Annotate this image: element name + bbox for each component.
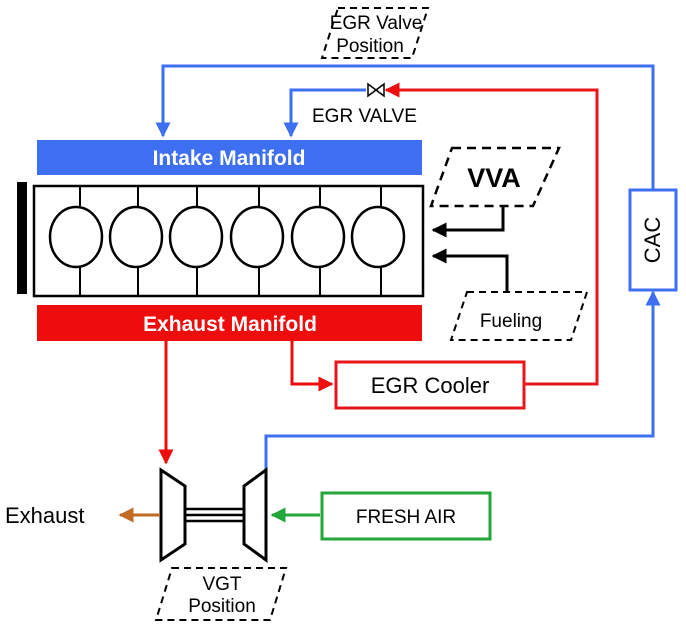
cylinder-3 xyxy=(168,205,224,269)
cylinder-2 xyxy=(108,205,164,269)
egr-valve-position-line1: EGR Valve xyxy=(330,13,423,34)
egr-to-intake-line xyxy=(283,88,366,138)
egr-return-line xyxy=(384,82,599,386)
turbine xyxy=(159,467,187,563)
engine-block xyxy=(17,182,425,298)
egr-valve-position-line2: Position xyxy=(336,36,404,57)
cylinders xyxy=(48,186,406,296)
cylinder-6 xyxy=(350,205,406,269)
vva-label: VVA xyxy=(467,163,521,193)
egr-cooler-label: EGR Cooler xyxy=(371,373,490,398)
fueling-label: Fueling xyxy=(480,311,542,332)
vva-box: VVA xyxy=(429,146,561,208)
exhaust-manifold-label: Exhaust Manifold xyxy=(143,313,317,336)
vgt-position-box: VGT Position xyxy=(154,567,288,621)
turbocharger xyxy=(159,467,268,563)
cylinder-4 xyxy=(229,205,285,269)
intake-manifold-label: Intake Manifold xyxy=(153,147,306,170)
compressor xyxy=(242,467,268,563)
cylinder-5 xyxy=(290,205,346,269)
egr-cooler-box: EGR Cooler xyxy=(334,360,526,410)
compressor-to-cac-line xyxy=(264,290,661,470)
fueling-signal-line xyxy=(431,248,509,292)
intake-manifold: Intake Manifold xyxy=(37,140,422,175)
egr-valve-position-box: EGR Valve Position xyxy=(320,7,430,59)
egr-valve-label: EGR VALVE xyxy=(312,106,417,127)
manifold-to-egr-cooler-line xyxy=(290,341,334,392)
exhaust-label: Exhaust xyxy=(5,503,85,528)
vva-signal-line xyxy=(431,206,505,238)
exhaust-manifold: Exhaust Manifold xyxy=(37,305,422,341)
fresh-air-box: FRESH AIR xyxy=(320,491,492,541)
vgt-position-line2: Position xyxy=(188,596,256,617)
cac-label: CAC xyxy=(640,217,665,264)
fresh-air-label: FRESH AIR xyxy=(356,507,456,528)
egr-valve-symbol xyxy=(367,82,385,98)
fueling-box: Fueling xyxy=(449,291,589,341)
cac-box: CAC xyxy=(628,188,678,292)
cylinder-1 xyxy=(48,205,104,269)
cac-to-intake-line xyxy=(155,64,655,190)
vgt-position-line1: VGT xyxy=(202,574,241,595)
